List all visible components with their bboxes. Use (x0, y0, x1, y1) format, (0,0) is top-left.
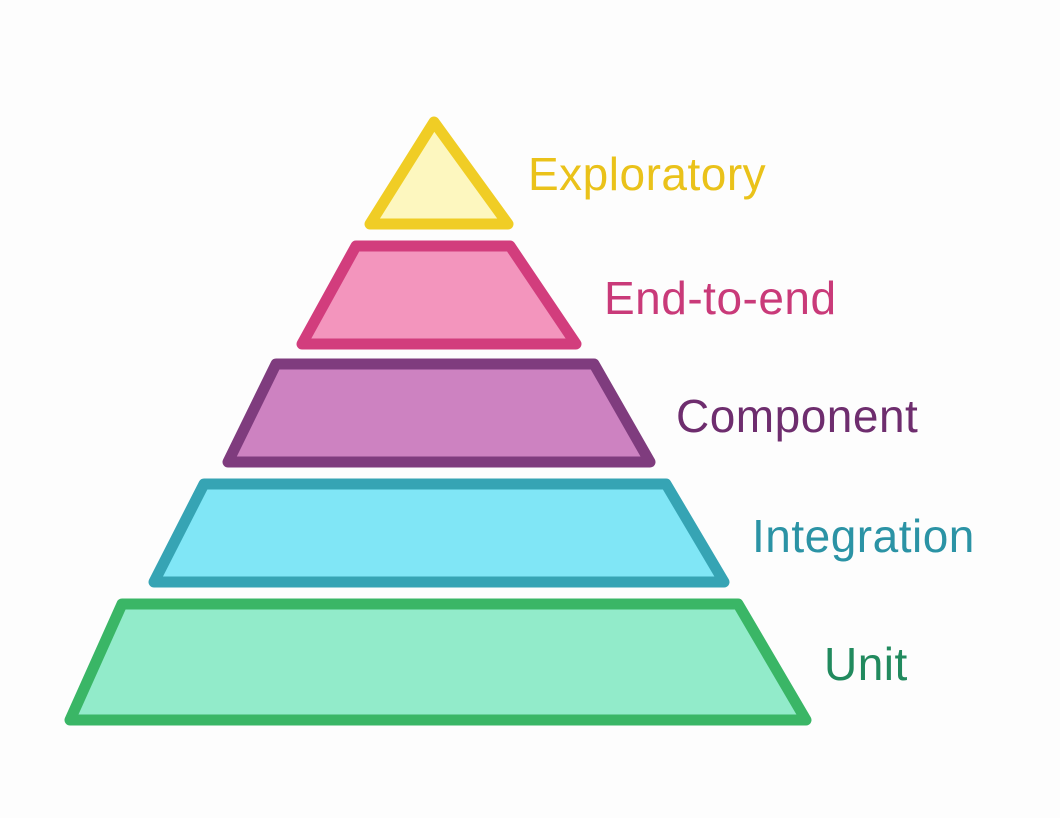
layer-end-to-end-label: End-to-end (604, 272, 837, 324)
layer-integration-label: Integration (752, 510, 975, 562)
layer-exploratory-shape (364, 116, 514, 230)
layer-unit-label: Unit (824, 638, 908, 690)
layer-unit-shape (64, 598, 812, 726)
layer-exploratory-label: Exploratory (528, 148, 766, 200)
layer-component-shape (222, 358, 656, 468)
layer-integration-shape (148, 478, 730, 588)
layer-end-to-end-shape (296, 240, 582, 350)
layer-component-label: Component (676, 390, 918, 442)
